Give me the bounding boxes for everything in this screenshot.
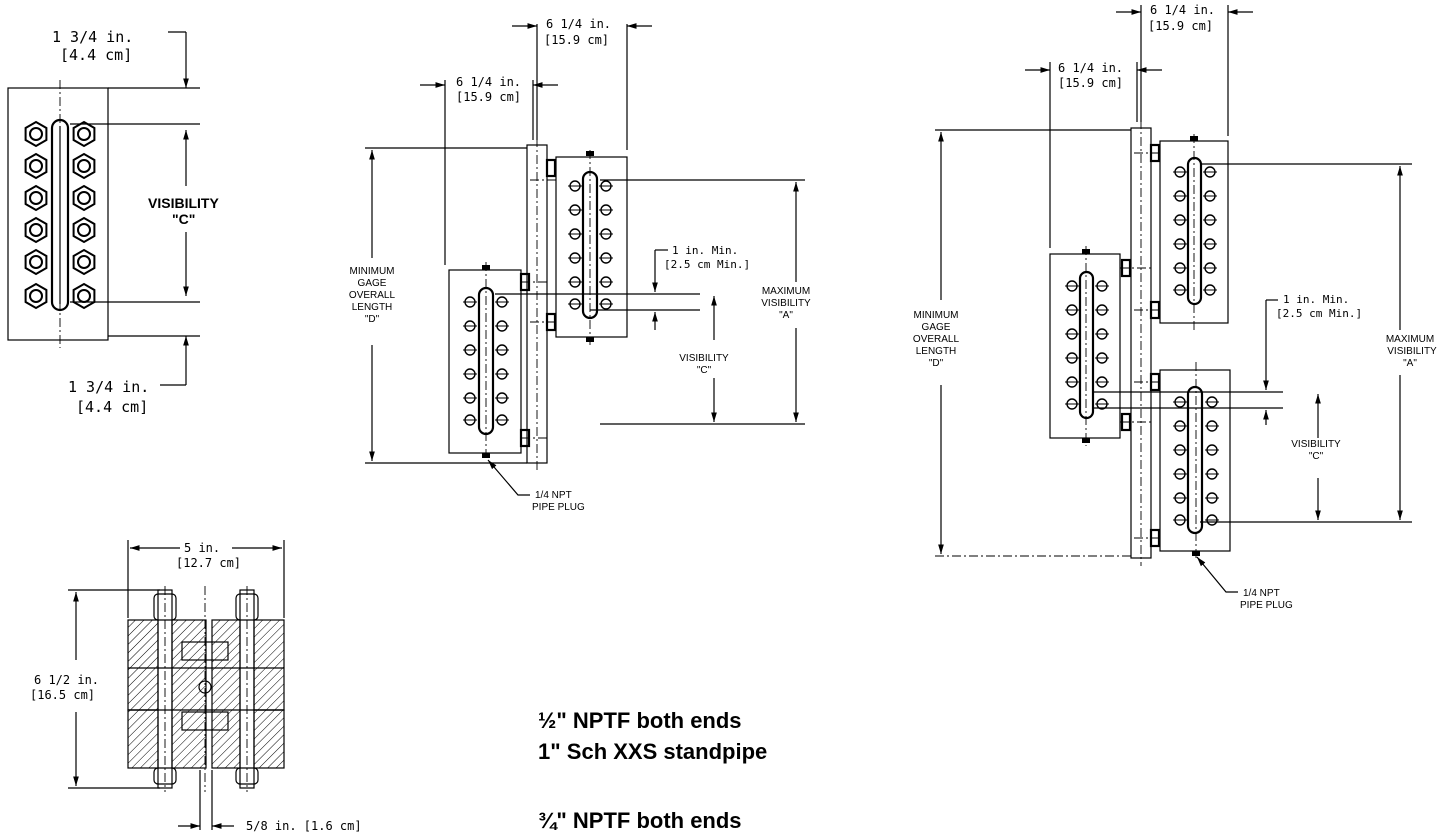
visibility-code: "C" bbox=[172, 211, 195, 227]
gage-body-outline bbox=[7, 87, 109, 341]
svg-text:"A": "A" bbox=[1403, 358, 1417, 369]
svg-text:VISIBILITY: VISIBILITY bbox=[1291, 439, 1341, 450]
visibility-label: VISIBILITY "C" bbox=[679, 353, 729, 376]
overlap-dim: 1 in. Min. bbox=[1283, 293, 1349, 306]
lower-gage-body bbox=[448, 269, 522, 454]
height-dim: 6 1/2 in. bbox=[34, 673, 99, 687]
top-dim-metric: [4.4 cm] bbox=[60, 46, 132, 64]
cross-section-view: 5 in. [12.7 cm] 6 1/2 in. [16.5 cm] 5/8 … bbox=[30, 540, 362, 833]
top-dim-label: 1 3/4 in. bbox=[52, 28, 133, 46]
single-section-view: 1 3/4 in. [4.4 cm] VISIBILITY "C" 1 3/4 … bbox=[7, 28, 219, 416]
top-width-dim: 6 1/4 in. bbox=[1150, 3, 1215, 17]
note-1: ½" NPTF both ends bbox=[538, 708, 742, 733]
lower-gage-body bbox=[1159, 369, 1231, 552]
max-visibility-label: MAXIMUM VISIBILITY "A" bbox=[761, 286, 811, 321]
svg-text:MAXIMUM: MAXIMUM bbox=[1386, 334, 1434, 345]
glass-slot bbox=[50, 118, 70, 312]
svg-text:"C": "C" bbox=[1309, 451, 1324, 462]
max-visibility-label: MAXIMUM VISIBILITY "A" bbox=[1386, 334, 1437, 369]
visibility-label: VISIBILITY bbox=[148, 195, 219, 211]
visibility-label: VISIBILITY "C" bbox=[1291, 439, 1341, 462]
gap-dim: 5/8 in. [1.6 cm] bbox=[246, 819, 362, 833]
svg-text:VISIBILITY: VISIBILITY bbox=[679, 353, 729, 364]
three-section-view: 6 1/4 in. [15.9 cm] 6 1/4 in. [15.9 cm] … bbox=[913, 3, 1437, 611]
svg-text:MINIMUM: MINIMUM bbox=[350, 266, 395, 277]
left-gage-body bbox=[1049, 253, 1121, 439]
plug-label-line2: PIPE PLUG bbox=[532, 502, 585, 513]
overlap-dim-metric: [2.5 cm Min.] bbox=[1276, 307, 1362, 320]
svg-text:LENGTH: LENGTH bbox=[352, 302, 393, 313]
offset-dim-metric: [15.9 cm] bbox=[456, 90, 521, 104]
min-length-label: MINIMUM GAGE OVERALL LENGTH "D" bbox=[913, 310, 960, 369]
offset-dim-metric: [15.9 cm] bbox=[1058, 76, 1123, 90]
bottom-dim-label: 1 3/4 in. bbox=[68, 378, 149, 396]
top-width-dim-metric: [15.9 cm] bbox=[1148, 19, 1213, 33]
plug-label-line2: PIPE PLUG bbox=[1240, 600, 1293, 611]
svg-text:VISIBILITY: VISIBILITY bbox=[1387, 346, 1437, 357]
notes: ½" NPTF both ends 1" Sch XXS standpipe ¾… bbox=[538, 708, 767, 833]
overlap-dim: 1 in. Min. bbox=[672, 244, 738, 257]
note-3: ¾" NPTF both ends bbox=[538, 808, 742, 833]
two-section-view: 6 1/4 in. [15.9 cm] 6 1/4 in. [15.9 cm] … bbox=[349, 17, 811, 513]
svg-text:VISIBILITY: VISIBILITY bbox=[761, 298, 811, 309]
svg-text:"C": "C" bbox=[697, 365, 712, 376]
min-length-label: MINIMUM GAGE OVERALL LENGTH "D" bbox=[349, 266, 396, 325]
svg-text:"D": "D" bbox=[365, 314, 380, 325]
bottom-dim-metric: [4.4 cm] bbox=[76, 398, 148, 416]
svg-text:GAGE: GAGE bbox=[358, 278, 387, 289]
svg-text:"D": "D" bbox=[929, 358, 944, 369]
svg-text:GAGE: GAGE bbox=[922, 322, 951, 333]
overlap-dim-metric: [2.5 cm Min.] bbox=[664, 258, 750, 271]
svg-text:MAXIMUM: MAXIMUM bbox=[762, 286, 810, 297]
offset-dim: 6 1/4 in. bbox=[456, 75, 521, 89]
width-dim-metric: [12.7 cm] bbox=[176, 556, 241, 570]
svg-text:OVERALL: OVERALL bbox=[349, 290, 396, 301]
bolt-column bbox=[24, 120, 96, 310]
plug-label-line1: 1/4 NPT bbox=[1243, 588, 1280, 599]
offset-dim: 6 1/4 in. bbox=[1058, 61, 1123, 75]
width-dim: 5 in. bbox=[184, 541, 220, 555]
plug-label-line1: 1/4 NPT bbox=[535, 490, 572, 501]
top-width-dim: 6 1/4 in. bbox=[546, 17, 611, 31]
top-width-dim-metric: [15.9 cm] bbox=[544, 33, 609, 47]
svg-text:"A": "A" bbox=[779, 310, 793, 321]
note-2: 1" Sch XXS standpipe bbox=[538, 739, 767, 764]
svg-text:LENGTH: LENGTH bbox=[916, 346, 957, 357]
svg-text:MINIMUM: MINIMUM bbox=[914, 310, 959, 321]
height-dim-metric: [16.5 cm] bbox=[30, 688, 95, 702]
svg-text:OVERALL: OVERALL bbox=[913, 334, 960, 345]
